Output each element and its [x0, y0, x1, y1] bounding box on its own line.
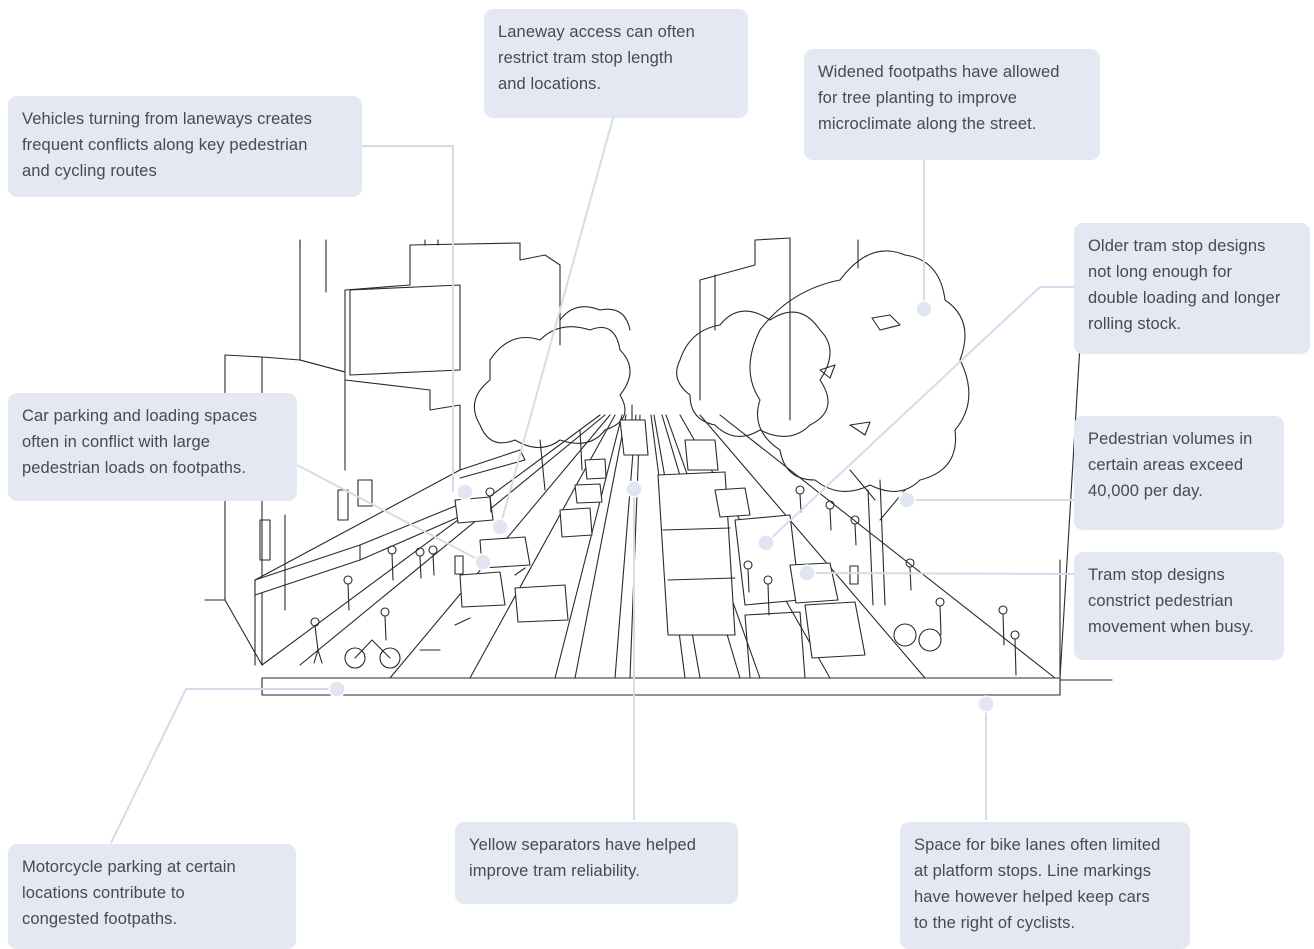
callout-text: Laneway access can often restrict tram s…: [498, 23, 695, 93]
callout-yellow-separators: Yellow separators have helped improve tr…: [455, 822, 738, 904]
callout-car-parking: Car parking and loading spaces often in …: [8, 393, 297, 501]
callout-text: Yellow separators have helped improve tr…: [469, 836, 697, 880]
marker-dot: [977, 695, 995, 713]
leader-car-parking: [296, 464, 484, 563]
leader-tram-stop-designs: [806, 572, 1075, 575]
callout-tram-stop-designs: Tram stop designs constrict pedestrian m…: [1074, 552, 1284, 660]
callout-motorcycle-parking: Motorcycle parking at certain locations …: [8, 844, 296, 949]
leader-vehicles-turning: [362, 145, 454, 492]
callout-text: Motorcycle parking at certain locations …: [22, 858, 236, 928]
marker-dot: [757, 534, 775, 552]
callout-text: Widened footpaths have allowed for tree …: [818, 63, 1060, 133]
leader-lines: [110, 117, 1075, 844]
callout-laneway-access: Laneway access can often restrict tram s…: [484, 9, 748, 118]
callout-text: Older tram stop designs not long enough …: [1088, 237, 1281, 333]
callout-text: Vehicles turning from laneways creates f…: [22, 110, 312, 180]
callout-older-tram-stops: Older tram stop designs not long enough …: [1074, 223, 1310, 354]
marker-dot: [898, 491, 916, 509]
callout-pedestrian-volumes: Pedestrian volumes in certain areas exce…: [1074, 416, 1284, 530]
street-drawing: [204, 237, 1113, 696]
callout-text: Pedestrian volumes in certain areas exce…: [1088, 430, 1253, 500]
callout-text: Tram stop designs constrict pedestrian m…: [1088, 566, 1254, 636]
callout-vehicles-turning: Vehicles turning from laneways creates f…: [8, 96, 362, 197]
callout-widened-footpaths: Widened footpaths have allowed for tree …: [804, 49, 1100, 160]
callout-text: Car parking and loading spaces often in …: [22, 407, 258, 477]
callout-markers: [328, 300, 995, 713]
callout-text: Space for bike lanes often limited at pl…: [914, 836, 1161, 932]
leader-laneway-access: [499, 117, 614, 528]
marker-dot: [328, 680, 346, 698]
marker-dot: [798, 564, 816, 582]
leader-older-tram-stops: [765, 286, 1074, 544]
callout-bike-lanes: Space for bike lanes often limited at pl…: [900, 822, 1190, 949]
marker-dot: [625, 480, 643, 498]
marker-dot: [915, 300, 933, 318]
marker-dot: [474, 553, 492, 571]
marker-dot: [491, 518, 509, 536]
marker-dot: [456, 483, 474, 501]
leader-motorcycle-parking: [110, 688, 337, 844]
